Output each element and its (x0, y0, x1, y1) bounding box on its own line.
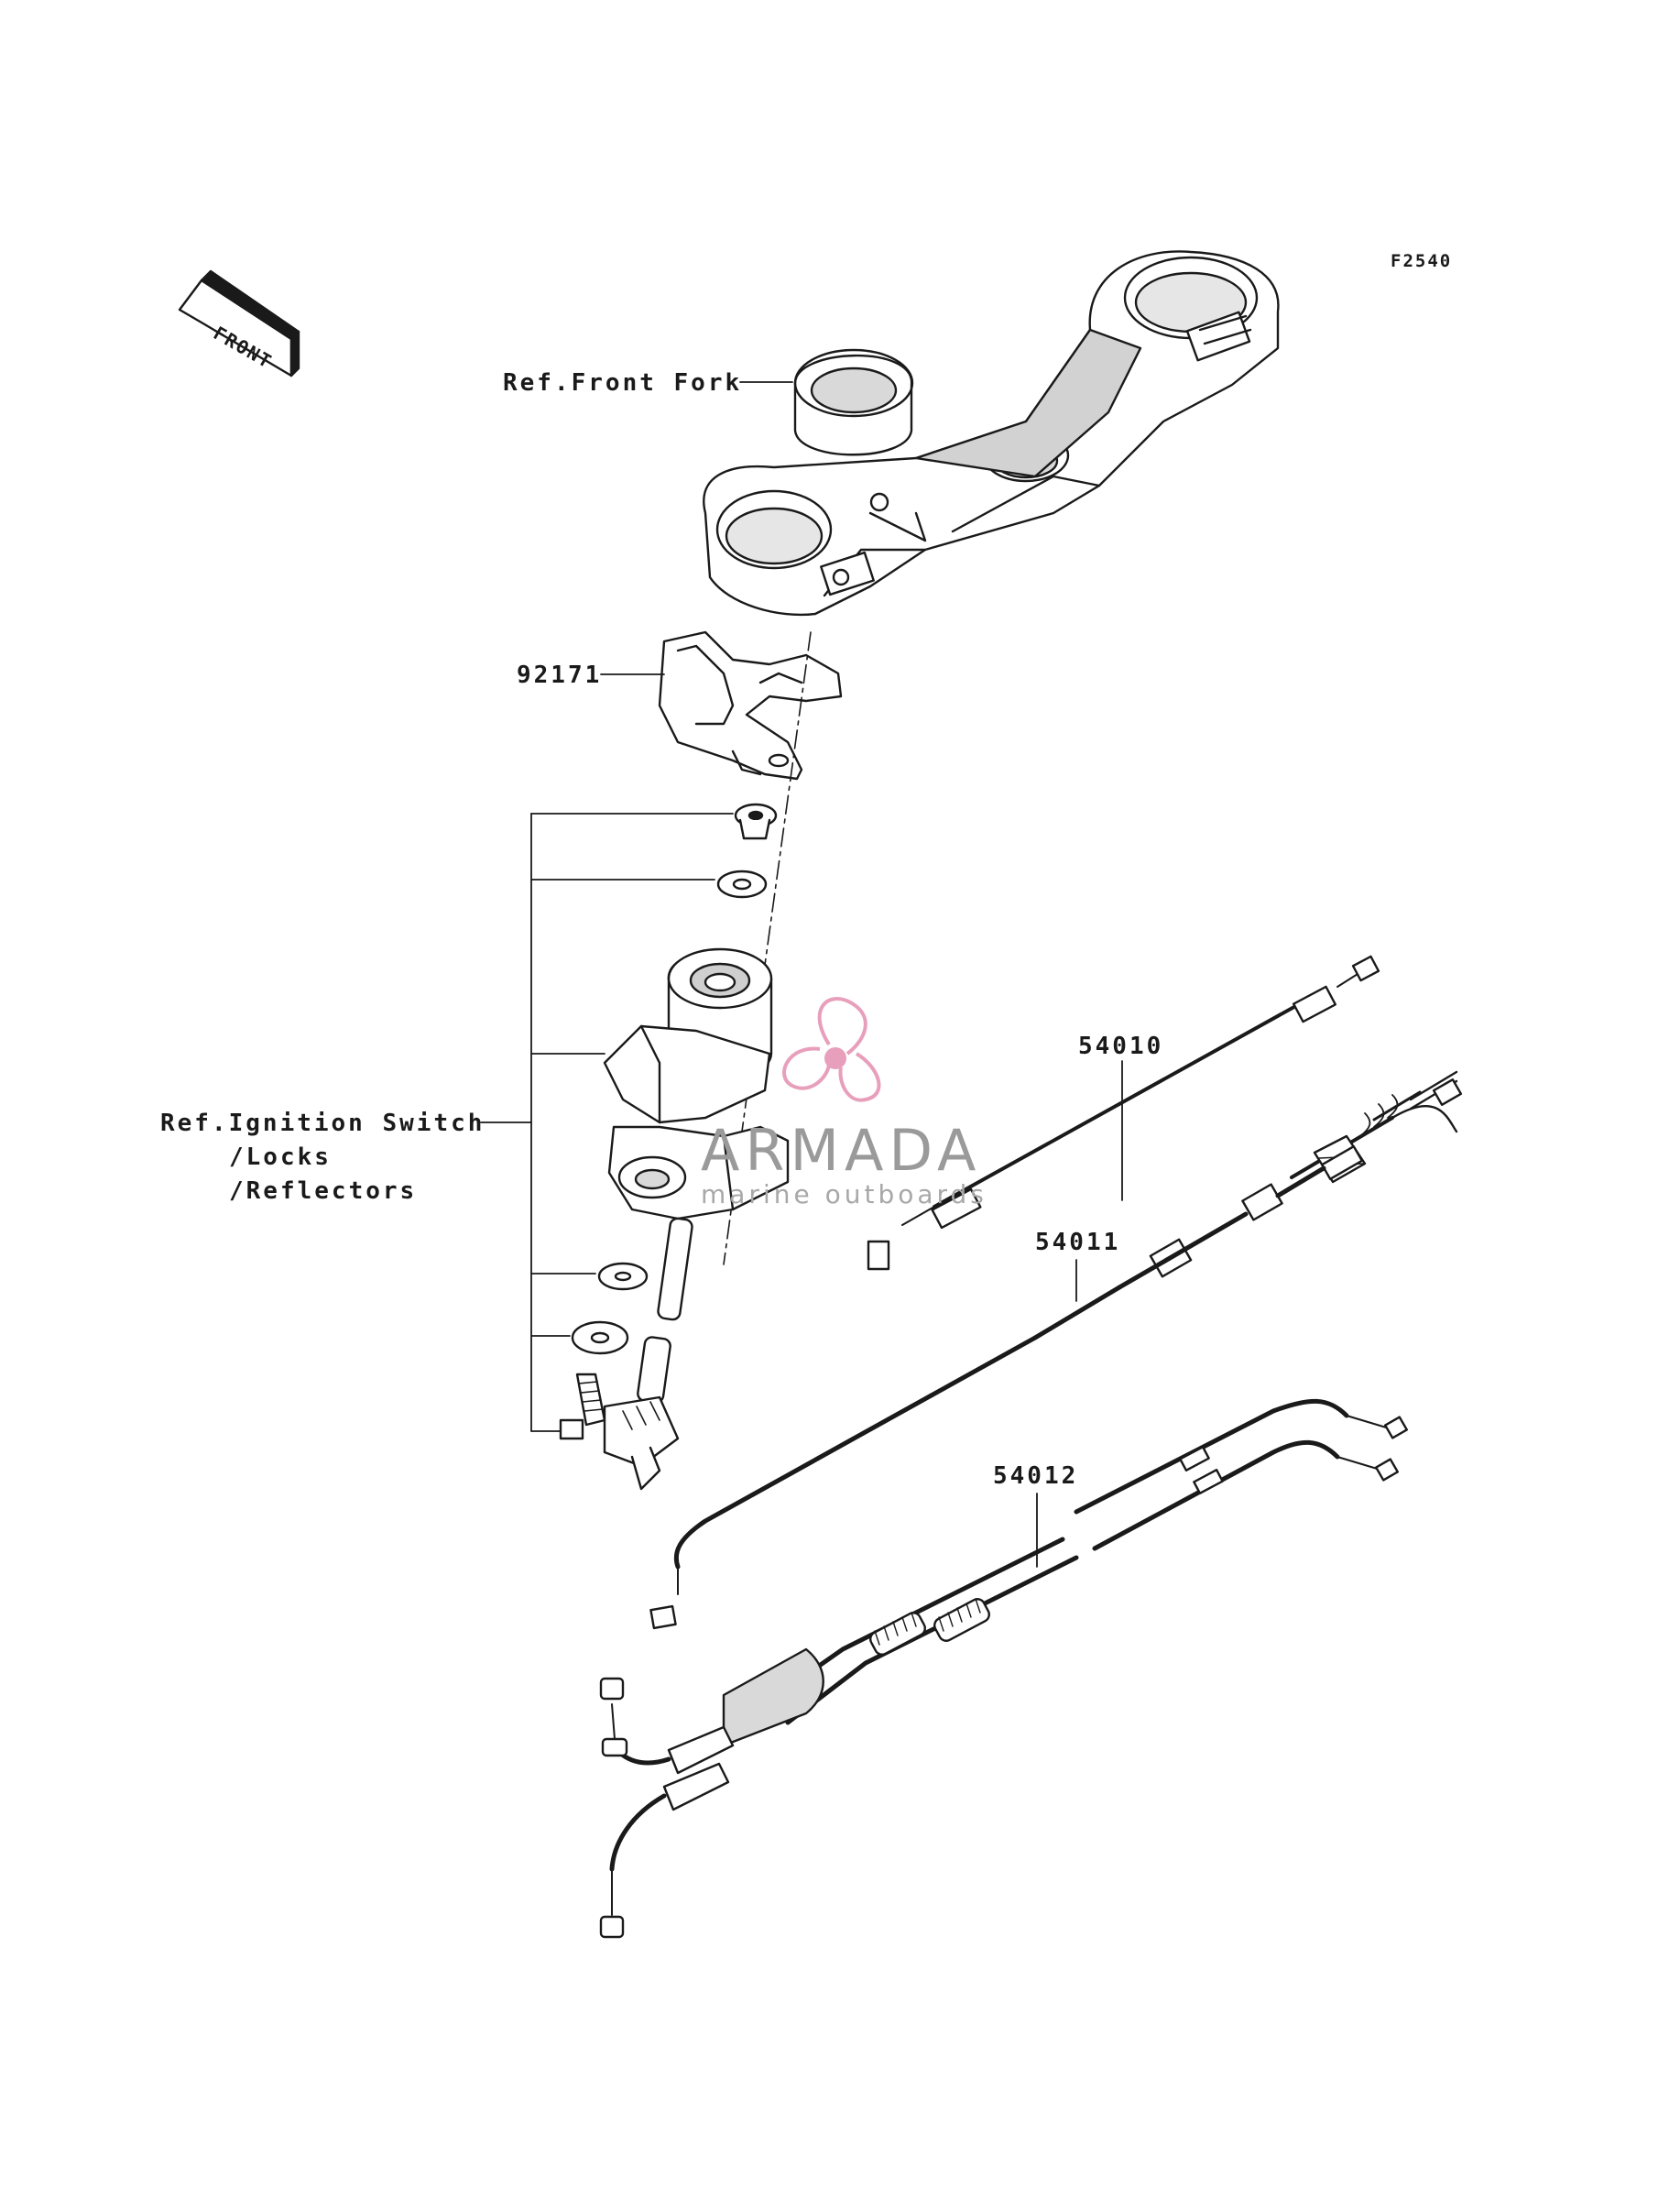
label-locks: /Locks (229, 1143, 332, 1171)
cable-54011 (649, 1070, 1463, 1630)
switch-lower-parts (559, 1262, 680, 1491)
front-arrow-icon (178, 269, 300, 377)
bracket-92171 (658, 630, 843, 781)
label-54012: 54012 (993, 1462, 1079, 1490)
ignition-switch (603, 947, 790, 1321)
watermark-tagline: marine outboards (701, 1179, 987, 1209)
label-reflectors: /Reflectors (229, 1177, 418, 1205)
leader-lines (600, 381, 1123, 1568)
watermark-name: ARMADA (701, 1117, 982, 1184)
ignition-bracket-lines (480, 813, 734, 1432)
cable-54010 (867, 955, 1380, 1271)
bolt-washers-top (716, 803, 778, 899)
figure-code: F2540 (1391, 251, 1453, 271)
cable-54012 (599, 1398, 1408, 1939)
label-92171: 92171 (517, 662, 603, 689)
triple-clamp (703, 250, 1280, 617)
label-54010: 54010 (1078, 1033, 1164, 1060)
label-54011: 54011 (1035, 1229, 1121, 1256)
label-ignition-switch: Ref.Ignition Switch (160, 1110, 485, 1137)
label-front-fork: Ref.Front Fork (503, 369, 743, 397)
propeller-logo-icon (782, 997, 881, 1102)
